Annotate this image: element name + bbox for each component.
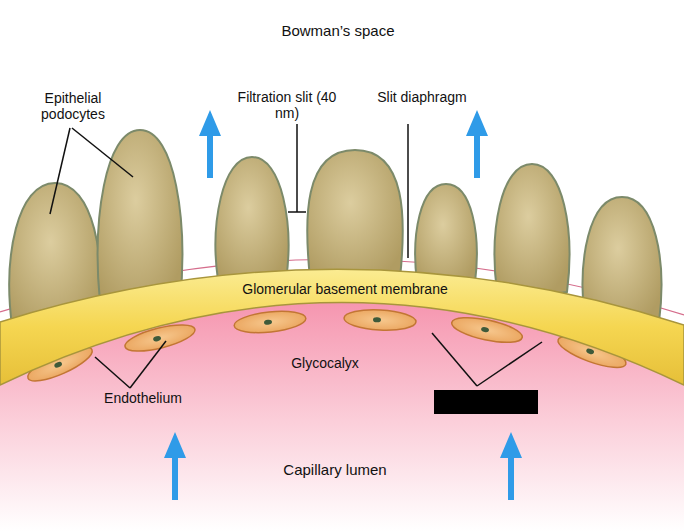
band-shape [0, 260, 684, 390]
leader-line [72, 128, 133, 177]
leader-lines [50, 124, 542, 388]
slit-bracket [288, 124, 306, 212]
leader-line [130, 341, 166, 388]
leader-line [407, 124, 409, 258]
flow-arrow [164, 432, 186, 500]
podocyte [307, 150, 403, 282]
region-label: Bowman’s space [238, 23, 438, 39]
podocyte [216, 157, 289, 284]
podocyte [98, 130, 183, 306]
band-label: Glomerular basement membrane [190, 281, 500, 297]
podocyte [415, 184, 477, 286]
band-outline [0, 269, 684, 385]
leader-line [477, 342, 542, 386]
endothelial-cell [233, 308, 307, 335]
part-label: Filtration slit (40 nm) [236, 89, 338, 121]
region-label: Glycocalyx [255, 355, 395, 371]
flow-arrow [500, 432, 522, 500]
leader-line [95, 357, 130, 388]
flow-arrow [199, 110, 221, 178]
part-label: Slit diaphragm [372, 89, 472, 105]
part-label: Endothelium [83, 390, 203, 406]
endothelial-cell [344, 308, 417, 332]
redacted-box [434, 390, 538, 414]
region-label: Capillary lumen [235, 462, 435, 478]
leader-line [50, 128, 70, 214]
podocyte [495, 164, 570, 296]
flow-arrow [466, 110, 488, 178]
part-label: Epithelial podocytes [26, 90, 120, 122]
basement-membrane-band: Glomerular basement membrane [0, 260, 684, 390]
leader-line [432, 333, 477, 386]
